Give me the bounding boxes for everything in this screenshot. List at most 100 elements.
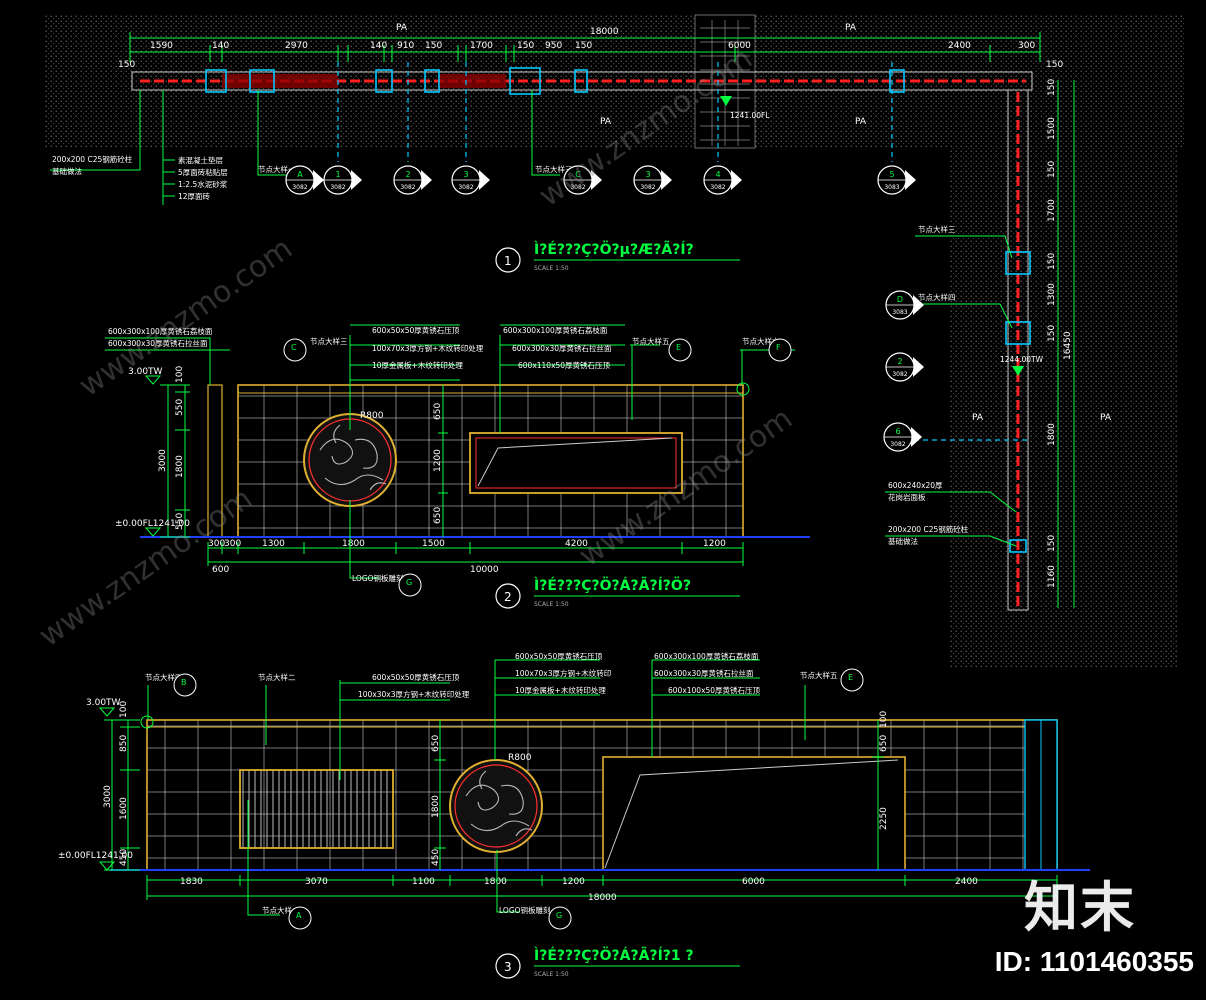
plan-right-note-4: 200x200 C25钢筋砼柱 xyxy=(888,524,969,534)
image-id-label: ID: 1101460355 xyxy=(994,946,1194,977)
e2-logo-id: G xyxy=(406,578,412,587)
section-marker-id: 2 xyxy=(897,357,902,366)
e2-cid-2: F xyxy=(776,343,781,352)
section-marker-sheet: 3082 xyxy=(330,184,345,191)
title-1-text: Ì?É???Ç?Ö?µ?Æ?Ã?Í? xyxy=(534,240,694,258)
elev-marker-1 xyxy=(720,96,732,106)
e3-vr-2: 2250 xyxy=(879,807,889,830)
e2-radius: R800 xyxy=(360,411,384,421)
e3-h-4: 1200 xyxy=(562,877,585,887)
section-marker-sheet: 3082 xyxy=(890,441,905,448)
e2-total: 10000 xyxy=(470,565,499,575)
section-marker-sheet: 3082 xyxy=(570,184,585,191)
e2-h-0: 300 xyxy=(208,539,225,549)
e3-logo-id: G xyxy=(556,911,562,920)
e2-note-r1: 600x300x30厚黄锈石拉丝面 xyxy=(512,343,612,353)
e2-h-5: 4200 xyxy=(565,539,588,549)
plan-section-lines xyxy=(337,62,1030,441)
plan-right-dim-lines xyxy=(1057,80,1075,608)
rdim-total: 16450 xyxy=(1063,331,1073,360)
zone-label-3: PA xyxy=(600,117,612,127)
dim-seg-10: 6000 xyxy=(728,41,751,51)
e3-cid-0: B xyxy=(181,678,187,687)
e2-note-l0: 600x300x100厚黄锈石荔枝面 xyxy=(108,326,213,336)
rdim-1: 1500 xyxy=(1047,117,1057,140)
plan-wall-insert-1 xyxy=(222,74,338,88)
e2-note-r2: 600x110x50厚黄锈石压顶 xyxy=(518,360,611,370)
title-3-text: Ì?É???Ç?Ö?Á?Ã?Í?1 ? xyxy=(534,946,694,964)
elev3-notes: 600x50x50厚黄锈石压顶 100x30x3厚方钢+木纹转印处理 600x5… xyxy=(145,651,838,915)
e2-note-l1: 600x300x30厚黄锈石拉丝面 xyxy=(108,338,208,348)
section-marker-sheet: 3083 xyxy=(892,309,907,316)
plan-right-note-0: 节点大样三 xyxy=(918,224,956,234)
e3-vi-2: 450 xyxy=(431,849,441,866)
e3-h-0: 1830 xyxy=(180,877,203,887)
e3-note-b0: 600x50x50厚黄锈石压顶 xyxy=(515,651,603,661)
e2-logo-note: LOGO铜板雕刻 xyxy=(352,573,404,583)
dim-seg-2: 2970 xyxy=(285,41,308,51)
e3-vr-1: 650 xyxy=(879,735,889,752)
e3-note-a0: 600x50x50厚黄锈石压顶 xyxy=(372,672,460,682)
section-marker-sheet: 3083 xyxy=(884,184,899,191)
e2-note-r0: 600x300x100厚黄锈石荔枝面 xyxy=(503,325,608,335)
rdim-4: 150 xyxy=(1047,253,1057,270)
zone-label-5: PA xyxy=(972,413,984,423)
plan-wall-horizontal xyxy=(131,71,1033,91)
e3-v-total: 3000 xyxy=(103,785,113,808)
e2-h-2: 1300 xyxy=(262,539,285,549)
plan-node-note-3: 节点大样三 xyxy=(535,164,573,174)
section-marker-id: 3 xyxy=(463,170,468,179)
section-marker-id: C xyxy=(575,170,581,179)
e3-note-b1: 100x70x3厚方钢+木纹转印 xyxy=(515,668,611,678)
e3-base-elev: ±0.00FL1241.00 xyxy=(58,851,133,861)
elev2-logo-pattern xyxy=(319,424,387,491)
zone-label-2: PA xyxy=(845,23,857,33)
elev2-window-outline xyxy=(477,437,673,487)
e3-v-3: 450 xyxy=(119,849,129,866)
plan-elev-tag-0: 1241.00FL xyxy=(730,111,770,120)
rdim-3: 1700 xyxy=(1047,199,1057,222)
plan-left-note-0: 200x200 C25钢筋砼柱 xyxy=(52,154,133,164)
e3-top-elev: 3.00TW xyxy=(86,698,121,708)
e3-logo-note: LOGO铜板雕刻 xyxy=(499,905,551,915)
plan-wall-insert-2 xyxy=(438,74,506,88)
e2-h-3: 1800 xyxy=(342,539,365,549)
plan-right-dim-texts: 150 1500 150 1700 150 1300 150 1800 150 … xyxy=(1047,79,1073,588)
e2-callout-2: 节点大样六 xyxy=(742,336,780,346)
elev3-opening xyxy=(602,756,906,871)
e2-h-1: 300 xyxy=(224,539,241,549)
e3-cid-1: E xyxy=(848,673,853,682)
plan-leaders xyxy=(50,90,1017,547)
plan-dim-lines xyxy=(129,32,1041,62)
e2-note-m1: 100x70x3厚方钢+木纹转印处理 xyxy=(372,343,484,353)
elev2-notes: 600x300x100厚黄锈石荔枝面 600x300x30厚黄锈石拉丝面 600… xyxy=(108,325,780,583)
title-3-circle xyxy=(495,953,521,979)
e3-h-3: 1800 xyxy=(484,877,507,887)
plan-notes: 200x200 C25钢筋砼柱 基础做法 素混凝土垫层 5厚面砖粘贴层 1:2.… xyxy=(52,111,1044,546)
elev2-window-inner xyxy=(475,437,677,489)
e3-note-a1: 100x30x3厚方钢+木纹转印处理 xyxy=(358,689,470,699)
e2-h-4: 1500 xyxy=(422,539,445,549)
e3-top-mark xyxy=(98,707,116,717)
rdim-5: 1300 xyxy=(1047,283,1057,306)
elev2-window xyxy=(469,432,683,494)
e2-callout-0: 节点大样三 xyxy=(310,336,348,346)
e3-note-b2: 10厚金属板+木纹转印处理 xyxy=(515,685,606,695)
title-1-scale: SCALE 1:50 xyxy=(534,265,569,272)
section-marker-sheet: 3082 xyxy=(640,184,655,191)
plan-legend-0: 素混凝土垫层 xyxy=(178,155,223,165)
e3-node-a: 节点大样一 xyxy=(262,905,300,915)
dim-seg-8: 950 xyxy=(545,41,562,51)
elevation-3: 1830 3070 1100 1800 1200 6000 2400 18000… xyxy=(58,651,1090,979)
e2-base-mark xyxy=(144,527,162,537)
plan-right-note-1: 节点大样四 xyxy=(918,292,956,302)
e3-vi-1: 1800 xyxy=(431,795,441,818)
title-2-scale: SCALE 1:50 xyxy=(534,601,569,608)
e3-callout-1: 节点大样二 xyxy=(258,672,296,682)
e2-v-3: 550 xyxy=(175,513,185,530)
elev2-dim-lines xyxy=(160,384,744,566)
